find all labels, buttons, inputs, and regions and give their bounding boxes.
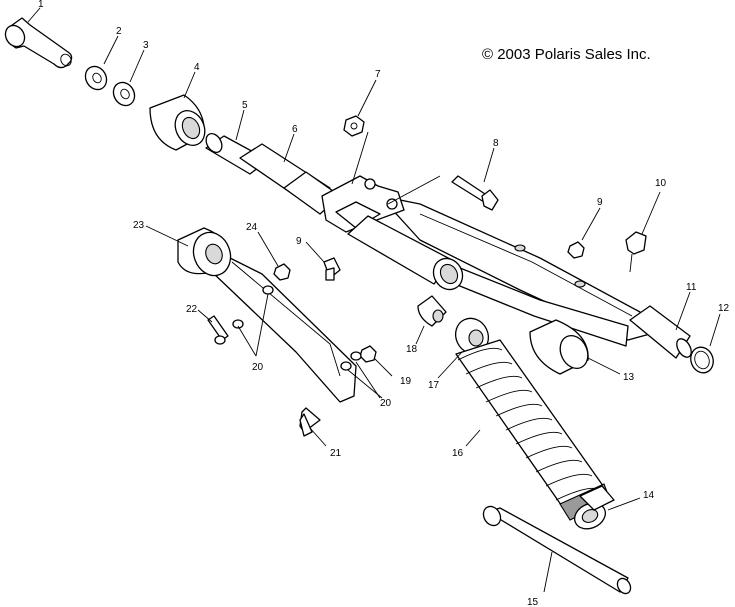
callout-7: 7: [375, 69, 381, 80]
callout-17: 17: [428, 380, 440, 391]
callout-16: 16: [452, 448, 464, 459]
part-10-clip: [625, 231, 647, 273]
callout-10: 10: [655, 178, 667, 189]
copyright-text: © 2003 Polaris Sales Inc.: [482, 46, 651, 63]
callout-6: 6: [292, 124, 298, 135]
callout-19: 19: [400, 376, 412, 387]
part-23-link-arm: [177, 227, 357, 403]
part-13-bushing: [529, 319, 589, 375]
callout-9-right: 9: [597, 197, 603, 208]
part-7-nut: [343, 115, 365, 137]
callout-5: 5: [242, 100, 248, 111]
leader-lines: [27, 7, 721, 593]
callout-labels: 1 2 3 4 5 6 7 8 9 9 10 11 12 13 14 15 16…: [38, 0, 730, 607]
part-8-bolt: [451, 175, 499, 211]
part-21-bolt: [299, 407, 321, 437]
callout-9-left: 9: [296, 236, 302, 247]
part-24-nut: [273, 263, 291, 281]
callout-20-left: 20: [252, 362, 264, 373]
callout-11: 11: [686, 282, 697, 293]
callout-20-right: 20: [380, 398, 392, 409]
callout-8: 8: [493, 138, 499, 149]
a-arm-assembly: [321, 175, 692, 359]
part-2-washer: [84, 65, 108, 91]
part-20-washers-left: [232, 285, 274, 329]
callout-18: 18: [406, 344, 418, 355]
part-9-nut-right: [567, 241, 585, 259]
callout-21: 21: [330, 448, 342, 459]
part-4-bushing: [149, 94, 206, 151]
callout-24: 24: [246, 222, 258, 233]
part-16-shock-spring: [455, 339, 611, 530]
part-9-grease-fitting: [323, 257, 341, 281]
callout-4: 4: [194, 62, 200, 73]
part-15-bolt: [482, 505, 632, 595]
part-22-bolt: [207, 315, 229, 345]
callout-14: 14: [643, 490, 655, 501]
callout-2: 2: [116, 26, 122, 37]
part-12-ring: [690, 346, 714, 374]
callout-13: 13: [623, 372, 635, 383]
callout-12: 12: [718, 303, 730, 314]
part-3-washer: [112, 81, 136, 107]
part-19-nut: [359, 345, 377, 363]
callout-3: 3: [143, 40, 149, 51]
callout-15: 15: [527, 597, 539, 607]
callout-22: 22: [186, 304, 198, 315]
part-14-bump-stop: [579, 485, 615, 511]
callout-23: 23: [133, 220, 145, 231]
part-18-bushing: [417, 295, 447, 327]
part-1-bolt: [4, 17, 73, 69]
part-20-washers-right: [340, 351, 362, 371]
callout-1: 1: [38, 0, 44, 10]
